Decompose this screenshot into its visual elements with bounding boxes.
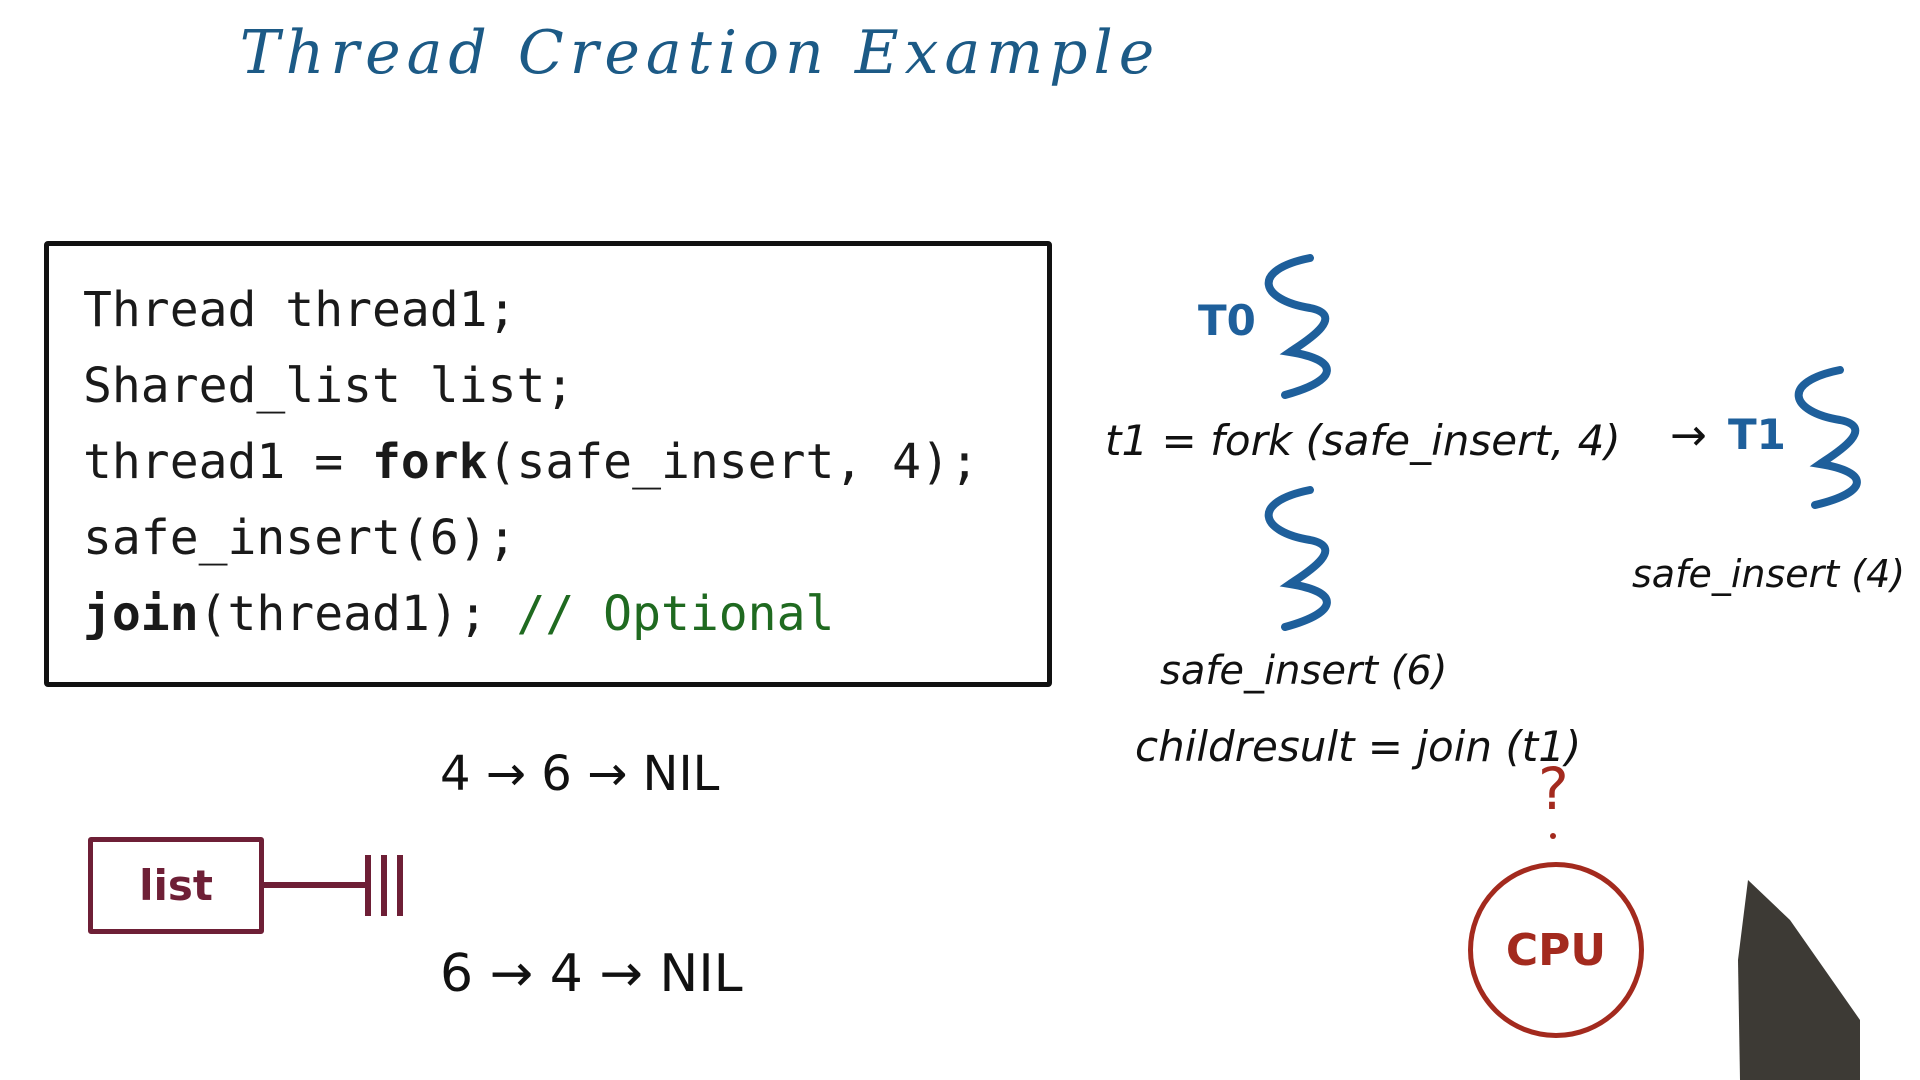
t0-safe-insert: safe_insert (6) bbox=[1160, 648, 1448, 694]
question-dot bbox=[1550, 833, 1556, 839]
thread-squiggle-icon bbox=[1794, 366, 1861, 509]
join-call: childresult = join (t1) bbox=[1135, 722, 1582, 771]
code-line-1: Thread thread1; bbox=[83, 282, 517, 338]
t1-label: T1 bbox=[1728, 410, 1786, 459]
code-line-3-prefix: thread1 = bbox=[83, 434, 372, 490]
pen-shadow bbox=[1738, 880, 1860, 1080]
fork-call: t1 = fork (safe_insert, 4) bbox=[1105, 416, 1621, 465]
t0-label: T0 bbox=[1198, 296, 1256, 345]
code-line-3: thread1 = fork(safe_insert, 4); bbox=[83, 424, 1047, 500]
t1-safe-insert: safe_insert (4) bbox=[1632, 552, 1906, 596]
code-line-2: Shared_list list; bbox=[83, 358, 575, 414]
fork-arrow: → bbox=[1670, 410, 1707, 461]
list-order-b: 6 → 4 → NIL bbox=[440, 944, 743, 1004]
list-terminator-icon bbox=[264, 855, 403, 916]
code-line-4: safe_insert(6); bbox=[83, 510, 517, 566]
list-order-a: 4 → 6 → NIL bbox=[440, 746, 720, 802]
slide-title: Thread Creation Example bbox=[239, 18, 1161, 88]
code-box: Thread thread1; Shared_list list; thread… bbox=[44, 241, 1052, 687]
list-box: list bbox=[88, 837, 264, 934]
join-keyword: join bbox=[83, 586, 199, 642]
code-line-5-rest: (thread1); bbox=[198, 586, 517, 642]
code-line-5: join(thread1); // Optional bbox=[83, 576, 1047, 652]
code-line-3-rest: (safe_insert, 4); bbox=[487, 434, 979, 490]
thread-squiggle-icon bbox=[1264, 254, 1331, 399]
fork-keyword: fork bbox=[371, 434, 488, 490]
question-mark: ? bbox=[1538, 755, 1569, 823]
cpu-icon: CPU bbox=[1468, 862, 1644, 1038]
optional-comment: // Optional bbox=[516, 586, 835, 642]
thread-squiggle-icon bbox=[1264, 486, 1331, 631]
